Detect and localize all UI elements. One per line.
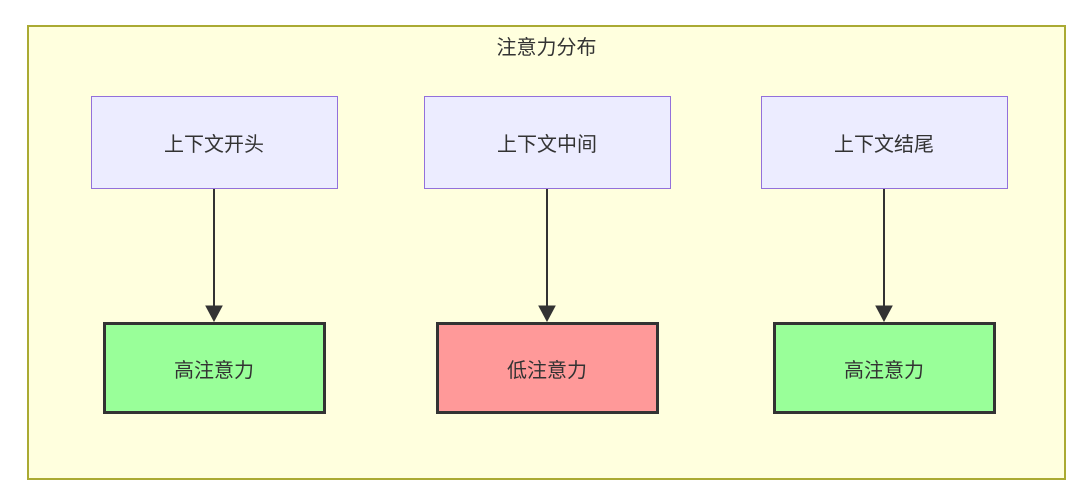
node-context-end: 上下文结尾 — [760, 96, 1008, 189]
node-context-middle: 上下文中间 — [423, 96, 671, 189]
node-high-attention-2: 高注意力 — [772, 322, 996, 414]
node-label: 上下文开头 — [164, 134, 264, 156]
arrow-down-icon — [875, 189, 893, 322]
diagram-title: 注意力分布 — [496, 37, 597, 59]
arrow-down-icon — [538, 189, 556, 322]
flow-column-context-middle: 上下文中间 低注意力 — [422, 96, 672, 414]
node-label: 上下文中间 — [497, 134, 597, 156]
node-context-start: 上下文开头 — [90, 96, 338, 189]
arrow-down-icon — [205, 189, 223, 322]
node-label: 低注意力 — [507, 359, 587, 382]
node-high-attention-1: 高注意力 — [102, 322, 326, 414]
attention-distribution-group: 注意力分布 上下文开头 高注意力 上下文中间 低注意力 上下文结尾 — [27, 25, 1066, 480]
node-label: 高注意力 — [174, 359, 254, 382]
node-label: 上下文结尾 — [834, 134, 934, 156]
flow-column-context-end: 上下文结尾 高注意力 — [759, 96, 1009, 414]
flow-column-context-start: 上下文开头 高注意力 — [89, 96, 339, 414]
node-low-attention: 低注意力 — [435, 322, 659, 414]
node-label: 高注意力 — [844, 359, 924, 382]
